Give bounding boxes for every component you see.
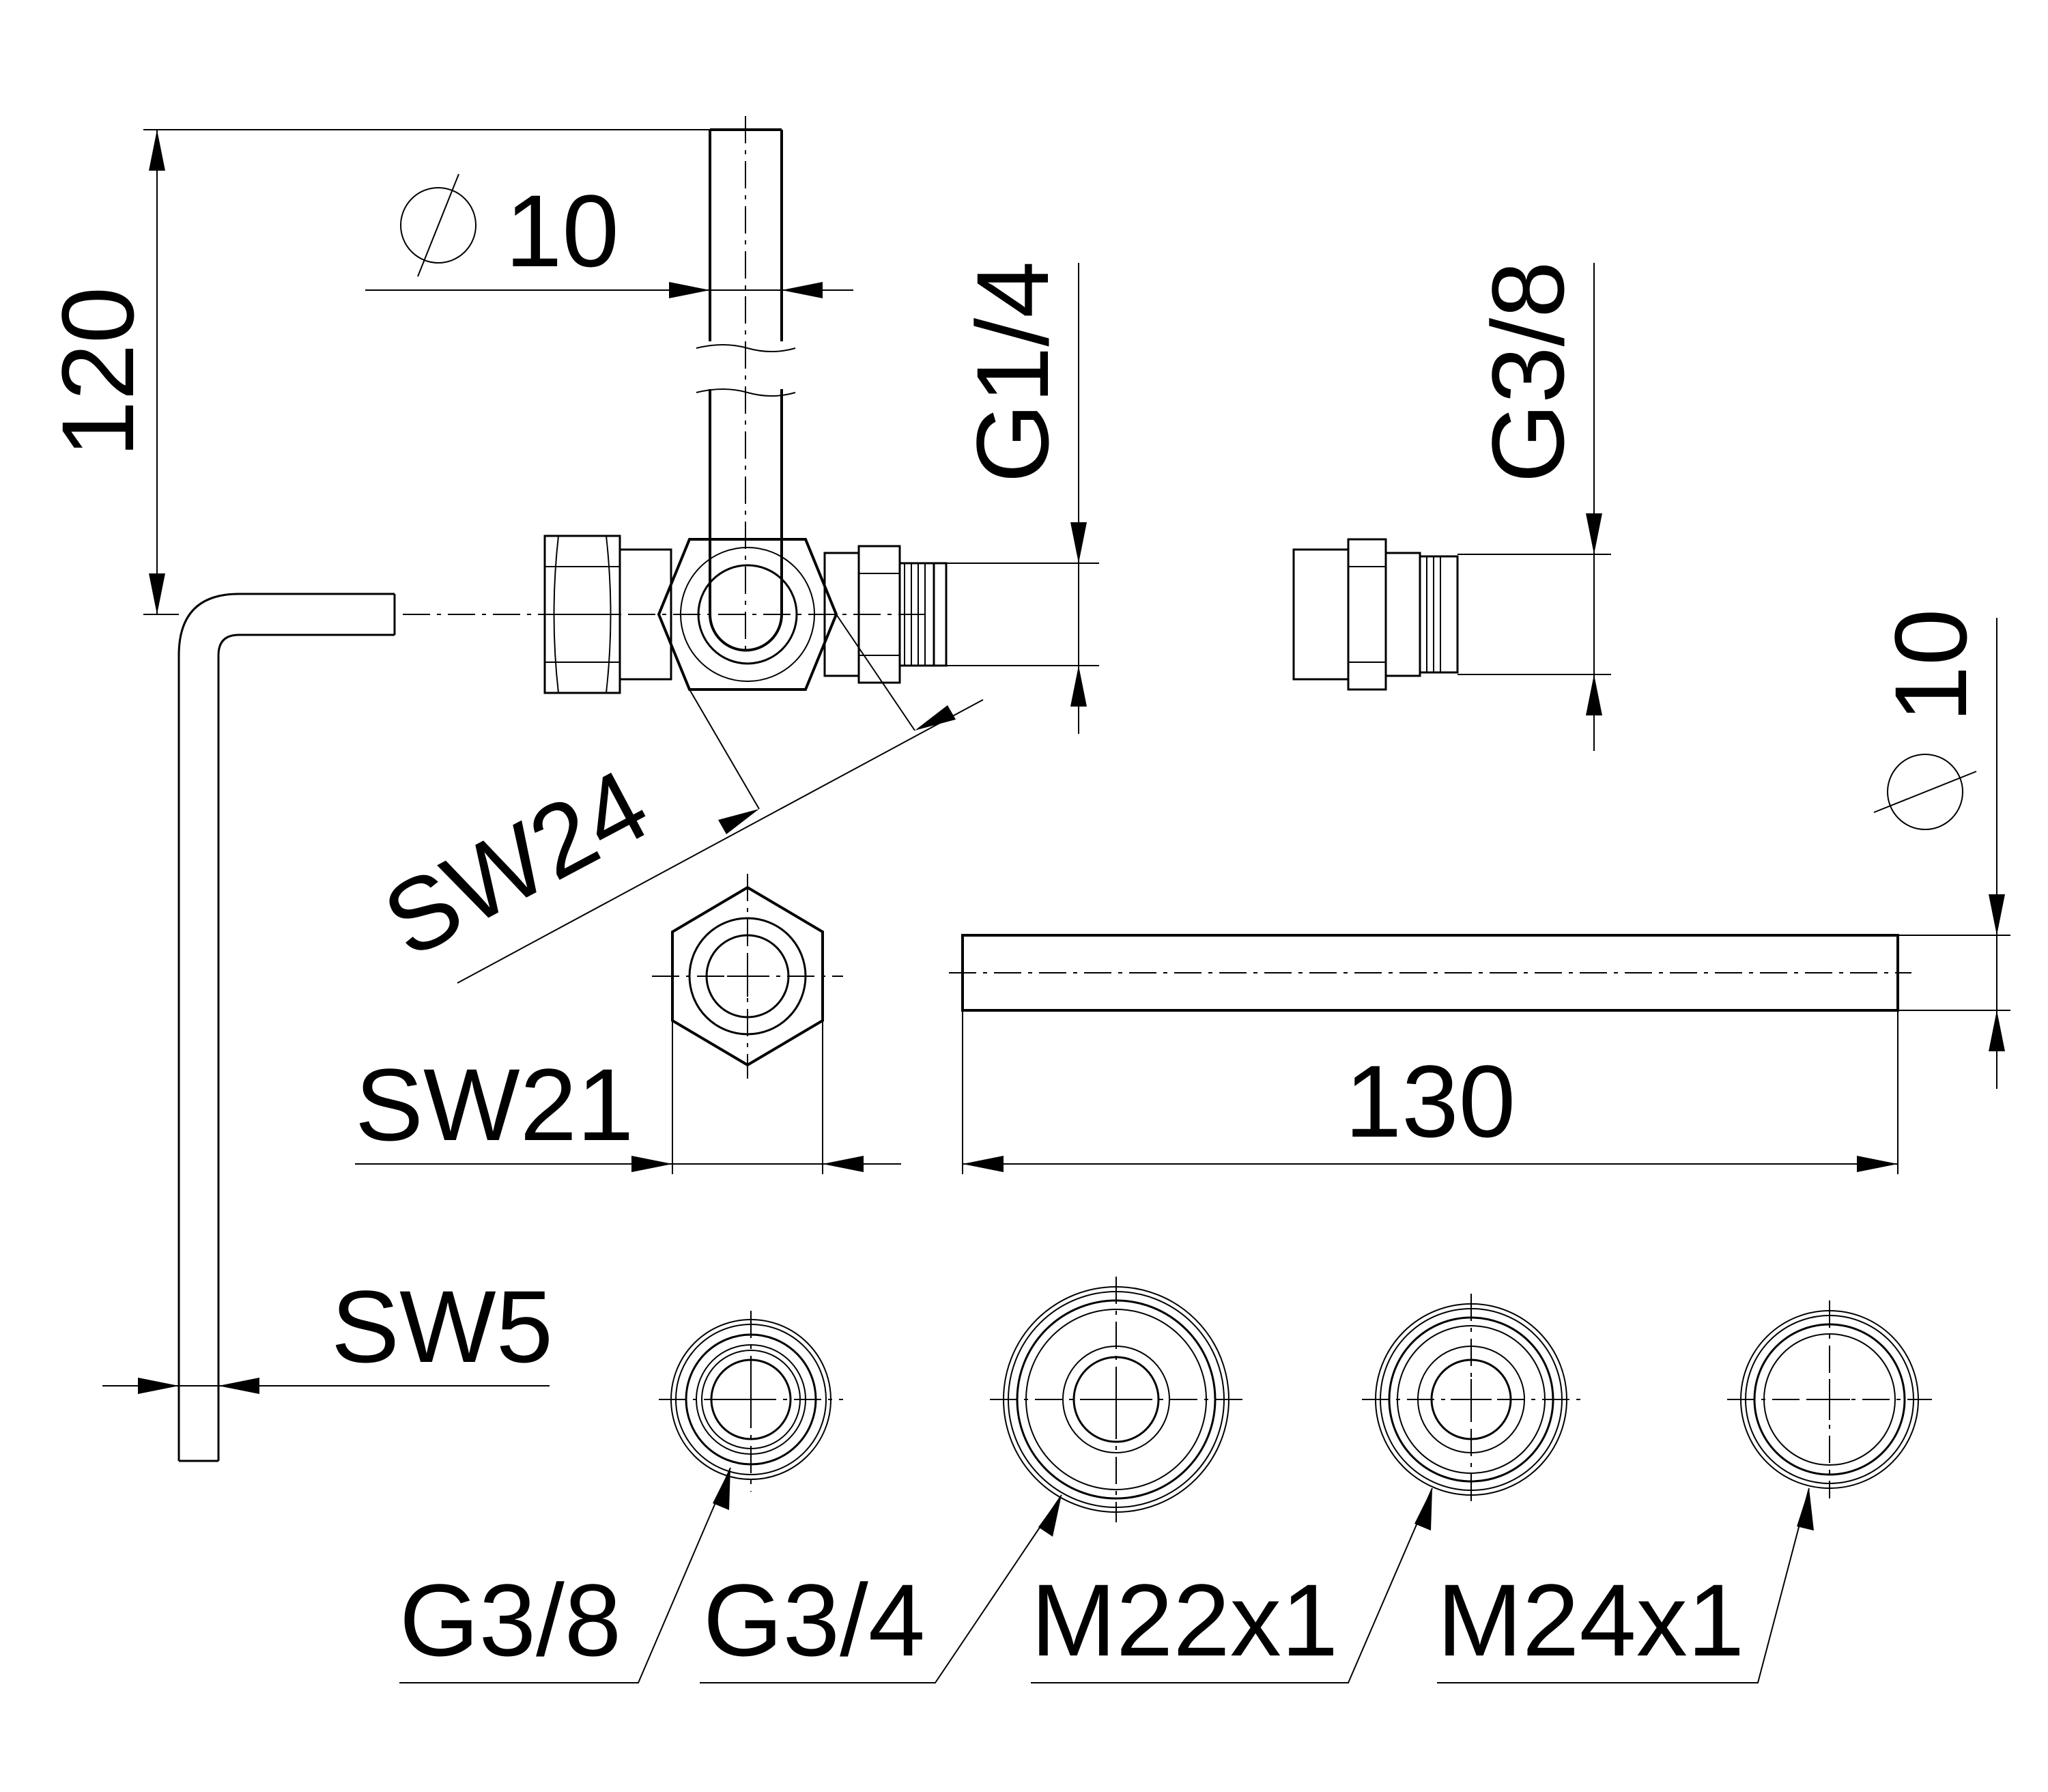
dim-g38-right-label: G3/8 [1470, 261, 1585, 483]
adapter-m22x1 [1362, 1294, 1580, 1505]
diameter-symbol-icon [400, 173, 477, 277]
fitting-g38 [1292, 538, 1459, 691]
valve-assembly [543, 535, 948, 694]
adapter-g38 [659, 1311, 843, 1492]
adapter-m22x1-leader: M22x1 [1031, 1488, 1433, 1683]
dim-sw24-label: SW24 [366, 747, 666, 979]
dim-sw21-label: SW21 [355, 1047, 634, 1162]
dimension-sw5: SW5 [102, 1269, 553, 1394]
dim-dia10-top-label: 10 [505, 173, 619, 288]
dim-g14-label: G1/4 [955, 261, 1070, 483]
adapter-g34 [990, 1277, 1242, 1522]
dimension-dia10-right: 10 [1873, 609, 2010, 1089]
adapter-m24x1 [1727, 1300, 1932, 1498]
adapter-g34-label: G3/4 [703, 1563, 925, 1677]
dim-sw5-label: SW5 [331, 1269, 553, 1384]
dimension-sw24: SW24 [366, 614, 984, 984]
adapter-g38-label: G3/8 [399, 1563, 621, 1677]
dim-dia10-right-label: 10 [1873, 609, 1988, 723]
diameter-symbol-icon [1873, 754, 1977, 830]
hex-key [177, 593, 396, 1462]
adapter-m24x1-label: M24x1 [1437, 1563, 1744, 1677]
straight-pipe [949, 934, 1911, 1012]
valve-pipe [696, 116, 796, 655]
dim-120-label: 120 [40, 287, 155, 457]
adapter-g38-leader: G3/8 [399, 1467, 731, 1683]
adapter-m24x1-leader: M24x1 [1437, 1488, 1814, 1683]
adapter-g34-leader: G3/4 [700, 1494, 1062, 1683]
dimension-130: 130 [962, 1010, 1898, 1174]
dim-130-label: 130 [1345, 1044, 1516, 1158]
dimension-dia10-top: 10 [365, 173, 853, 298]
dimension-g14: G1/4 [946, 261, 1099, 734]
hex-nut-front [652, 874, 843, 1079]
dimension-120: 120 [40, 129, 782, 615]
dimension-g38-right: G3/8 [1457, 261, 1611, 751]
adapter-m22x1-label: M22x1 [1031, 1563, 1338, 1677]
dimension-sw21: SW21 [355, 1021, 901, 1174]
